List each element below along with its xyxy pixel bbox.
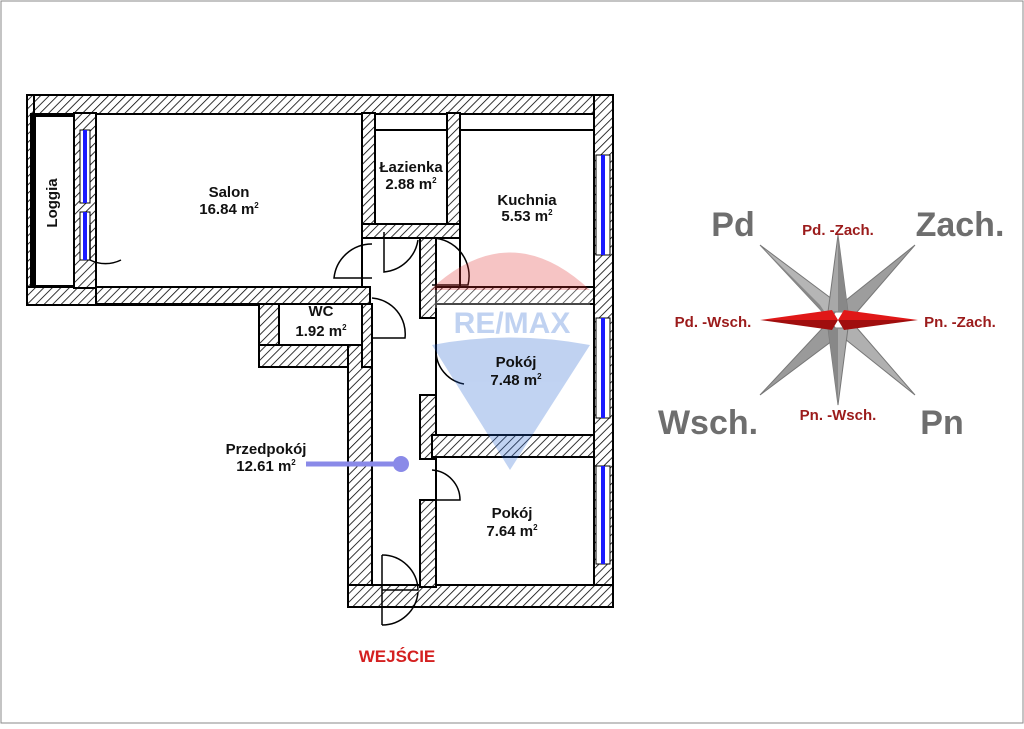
przedpokoj-pointer-dot [393,456,409,472]
lazienka-area: 2.88 m2 [385,176,437,193]
wc-area: 1.92 m2 [295,323,347,340]
compass-pn-wsch: Pn. -Wsch. [800,407,877,424]
compass-pn: Pn [920,404,963,442]
kuchnia-room [459,129,595,288]
pokoj1-room [435,303,595,436]
salon-area: 16.84 m2 [199,201,259,218]
compass-pd-wsch: Pd. -Wsch. [675,314,752,331]
compass-zach: Zach. [916,206,1005,244]
kuchnia-area: 5.53 m2 [501,208,553,225]
przedpokoj-area: 12.61 m2 [236,458,296,475]
compass-pd: Pd [711,206,754,244]
przedpokoj-label: Przedpokój [226,441,307,458]
pokoj2-area: 7.64 m2 [486,523,538,540]
room-labels: Loggia Salon 16.84 m2 Łazienka 2.88 m2 K… [44,159,557,540]
watermark-text: RE/MAX [454,307,571,340]
lazienka-label: Łazienka [379,159,443,176]
remax-watermark: RE/MAX [430,252,590,470]
entrance-label: WEJŚCIE [359,647,436,666]
lazienka-room [374,129,448,225]
pokoj1-label: Pokój [496,354,537,371]
compass-wsch: Wsch. [658,404,758,442]
pokoj2-label: Pokój [492,505,533,522]
wc-label: WC [309,303,334,320]
pokoj2-room [435,456,595,586]
compass-pn-zach: Pn. -Zach. [924,314,996,331]
compass-pd-zach: Pd. -Zach. [802,222,874,239]
salon-label: Salon [209,184,250,201]
wc-room [278,303,363,346]
windows [79,129,611,565]
salon-room [95,113,363,288]
compass-labels: Pd Zach. Wsch. Pn Pd. -Zach. Pd. -Wsch. … [658,206,1004,442]
loggia-railing [30,113,36,286]
pokoj1-area: 7.48 m2 [490,372,542,389]
doors [89,225,470,626]
compass-rose [759,234,918,406]
kuchnia-label: Kuchnia [497,192,557,209]
loggia-label: Loggia [44,178,61,228]
